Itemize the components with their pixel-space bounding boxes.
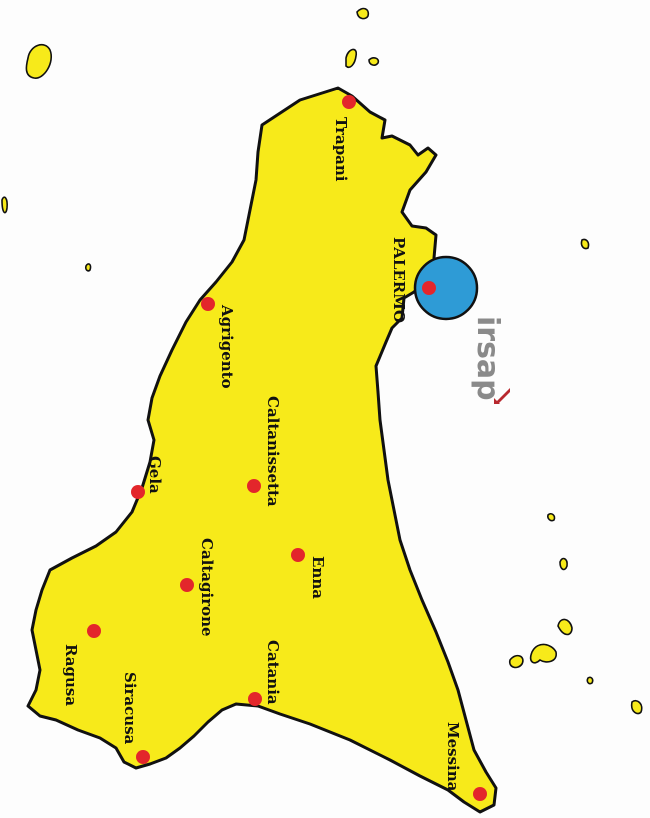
city-label-enna: Enna <box>309 556 327 599</box>
island <box>580 238 590 250</box>
city-dot-caltanissetta <box>247 479 261 493</box>
cities: Trapani PALERMO Agrigento Caltanissetta … <box>62 95 487 801</box>
city-label-trapani: Trapani <box>332 117 350 182</box>
island <box>630 699 643 715</box>
island <box>25 43 52 79</box>
city-dot-gela <box>131 485 145 499</box>
city-label-agrigento: Agrigento <box>218 304 236 389</box>
arrow-corner-icon <box>494 388 510 404</box>
island <box>85 263 92 272</box>
logo-text: irsap <box>470 316 505 401</box>
island <box>1 196 8 214</box>
city-label-catania: Catania <box>264 640 282 705</box>
city-dot-agrigento <box>201 297 215 311</box>
city-label-palermo: PALERMO <box>390 237 408 323</box>
city-label-caltagirone: Caltagirone <box>198 538 216 637</box>
city-dot-catania <box>248 692 262 706</box>
island <box>529 643 557 664</box>
sicily-mainland <box>26 86 498 814</box>
island <box>508 654 524 669</box>
city-label-gela: Gela <box>146 456 164 494</box>
irsap-logo: irsap <box>470 316 510 404</box>
island <box>368 57 380 66</box>
island <box>559 557 568 571</box>
island <box>345 48 358 69</box>
city-label-ragusa: Ragusa <box>62 644 80 706</box>
islands <box>1 7 643 715</box>
island <box>547 513 556 522</box>
city-dot-ragusa <box>87 624 101 638</box>
city-dot-enna <box>291 548 305 562</box>
island <box>557 618 573 636</box>
island <box>356 7 370 20</box>
city-dot-trapani <box>342 95 356 109</box>
city-label-caltanissetta: Caltanissetta <box>264 396 282 507</box>
island <box>586 676 594 685</box>
city-dot-palermo <box>422 281 436 295</box>
city-label-siracusa: Siracusa <box>121 672 139 745</box>
city-dot-siracusa <box>136 750 150 764</box>
city-dot-caltagirone <box>180 578 194 592</box>
palermo-highlight-circle <box>413 255 479 321</box>
city-label-messina: Messina <box>444 722 462 792</box>
city-dot-messina <box>473 787 487 801</box>
